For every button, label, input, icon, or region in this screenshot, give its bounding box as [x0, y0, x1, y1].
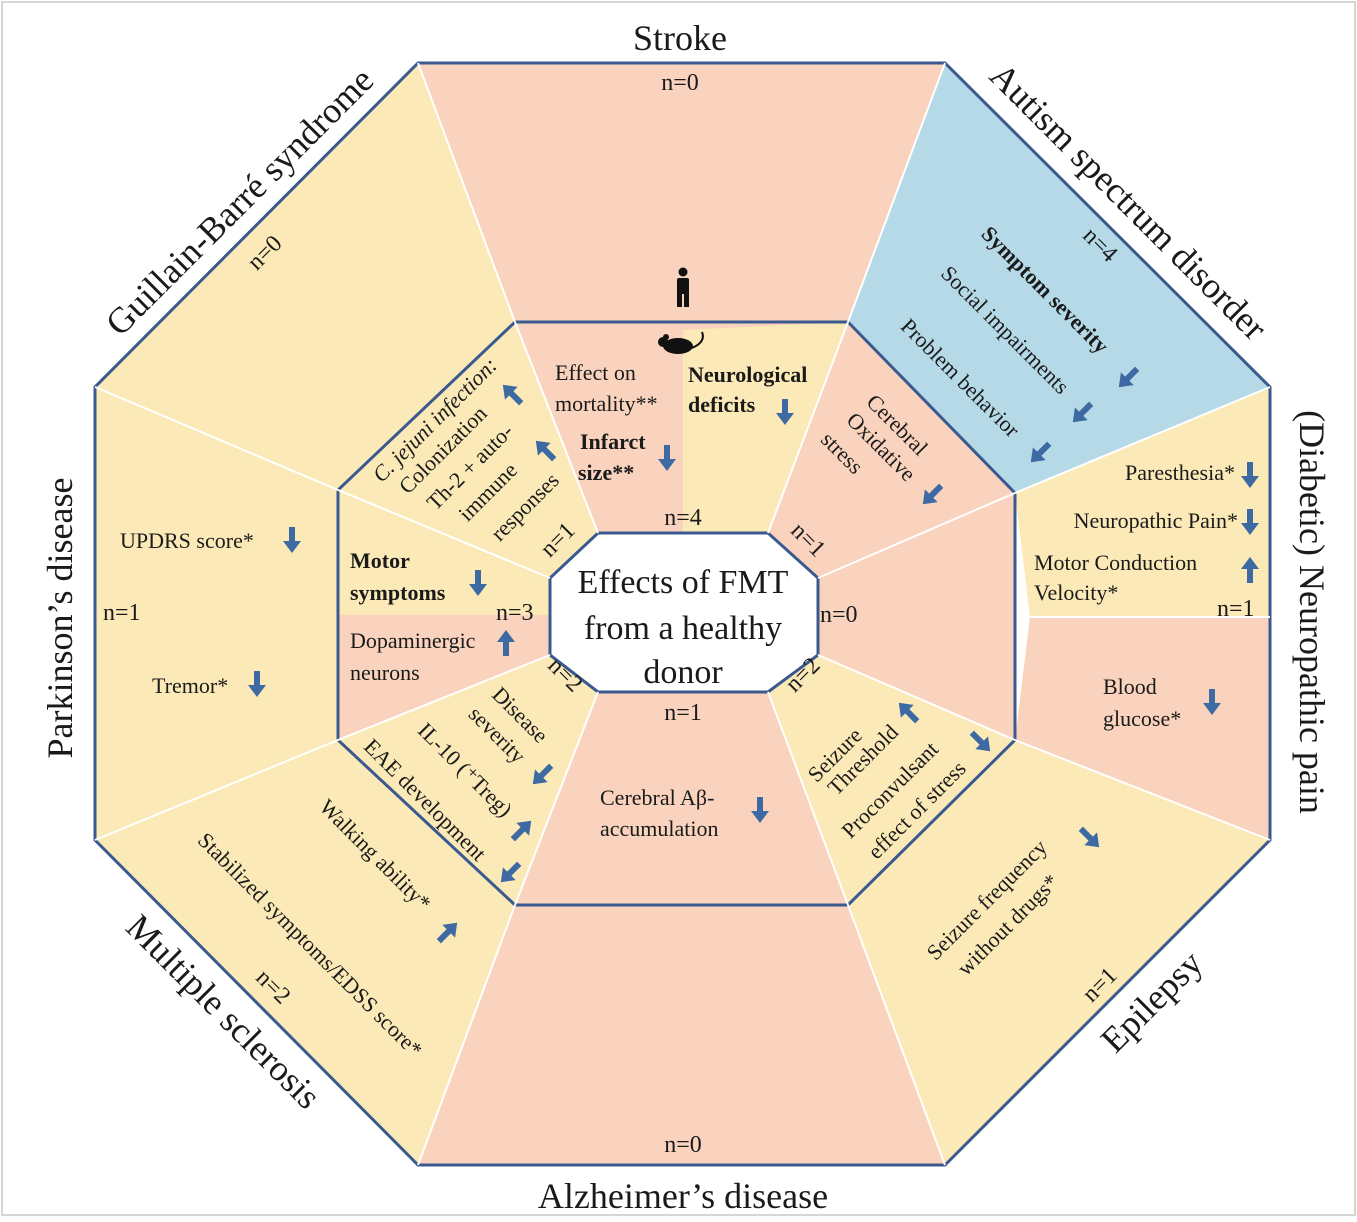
- neuropathic-glucose: glucose*: [1103, 706, 1181, 731]
- autism-region: [848, 63, 1270, 493]
- epilepsy-inner-region: [768, 655, 1015, 905]
- gbs-outer-region: [95, 63, 515, 490]
- ms-outer-region: [95, 740, 515, 1165]
- alzheimer-n-animal: n=1: [664, 700, 702, 726]
- parkinson-updrs: UPDRS score*: [120, 528, 254, 553]
- oxidative-region: [768, 322, 1015, 578]
- alzheimer-accumulation: accumulation: [600, 816, 719, 841]
- neuropathic-paresthesia: Paresthesia*: [1125, 460, 1235, 485]
- parkinson-inner-yellow: [338, 490, 550, 615]
- alzheimer-cerebral: Cerebral Aβ-: [600, 785, 714, 810]
- parkinson-outer-region: [95, 387, 338, 840]
- stroke-outcome-deficits: deficits: [688, 392, 756, 417]
- stroke-outcome-effect: Effect on: [555, 360, 636, 385]
- rodent-icon: [658, 331, 704, 354]
- neuropathic-n-animal: n=0: [820, 602, 858, 628]
- neuropathic-pain: Neuropathic Pain*: [1074, 508, 1238, 533]
- neuropathic-animal-region: [1015, 617, 1270, 840]
- neuropathic-n-human: n=1: [1217, 596, 1255, 622]
- center-title-line2: from a healthy: [584, 610, 782, 647]
- parkinson-motor: Motor: [350, 548, 410, 573]
- parkinson-title: Parkinson’s disease: [40, 478, 80, 759]
- gbs-inner-region: [338, 322, 598, 578]
- stroke-outcome-neurological: Neurological: [688, 362, 807, 387]
- parkinson-symptoms: symptoms: [350, 580, 446, 605]
- parkinson-n-human: n=1: [103, 600, 141, 626]
- ms-inner-region: [338, 655, 598, 905]
- neuropathic-human-region: [1015, 387, 1270, 617]
- human-figure-icon: [677, 267, 689, 307]
- stroke-n-human: n=0: [661, 70, 699, 96]
- spoke-lines: [94, 62, 1271, 1166]
- neuropathic-motor-conduction: Motor Conduction: [1034, 550, 1197, 575]
- neuropathic-velocity: Velocity*: [1034, 580, 1118, 605]
- alzheimer-n-human: n=0: [664, 1132, 702, 1158]
- parkinson-inner-salmon: [338, 615, 550, 740]
- stroke-outer-region: [418, 63, 945, 322]
- alzheimer-title: Alzheimer’s disease: [538, 1176, 828, 1216]
- neuropathic-inner-region: [818, 493, 1015, 740]
- stroke-outcome-mortality: mortality**: [555, 391, 658, 416]
- stroke-n-animal: n=4: [664, 505, 702, 531]
- neuropathic-title: (Diabetic) Neuropathic pain: [1292, 410, 1332, 814]
- parkinson-dopaminergic: Dopaminergic: [350, 628, 476, 653]
- stroke-outcome-size: size**: [578, 460, 634, 485]
- center-title-line1: Effects of FMT: [578, 564, 789, 601]
- parkinson-tremor: Tremor*: [152, 673, 228, 698]
- epilepsy-outer-region: [848, 740, 1270, 1165]
- parkinson-n-animal: n=3: [496, 600, 534, 626]
- stroke-outcome-infarct: Infarct: [580, 429, 646, 454]
- alzheimer-outer-region: [418, 905, 945, 1165]
- neuropathic-blood: Blood: [1103, 674, 1157, 699]
- stroke-inner-yellow: [683, 322, 848, 533]
- center-title-line3: donor: [643, 654, 723, 691]
- alzheimer-inner-region: [515, 692, 848, 905]
- stroke-title: Stroke: [633, 18, 727, 58]
- parkinson-neurons: neurons: [350, 660, 420, 685]
